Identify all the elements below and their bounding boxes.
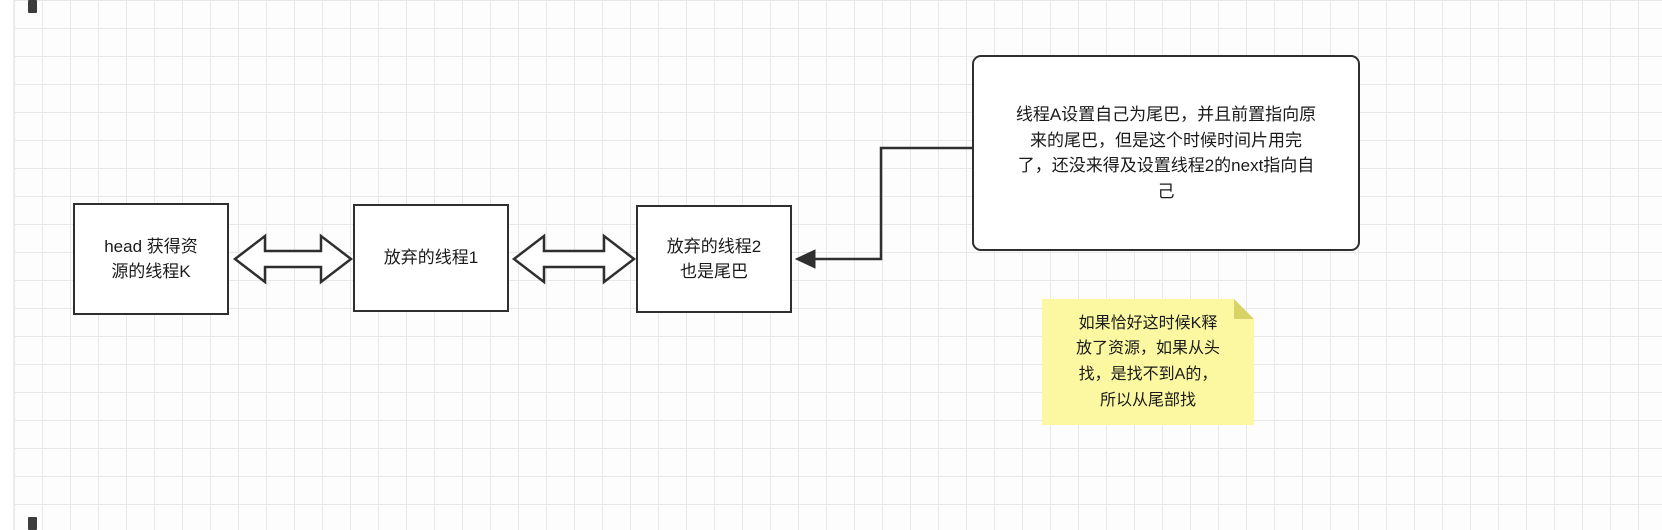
arrowhead-icon (794, 249, 816, 269)
node-thread-a-explanation[interactable]: 线程A设置自己为尾巴，并且前置指向原 来的尾巴，但是这个时候时间片用完 了，还没… (972, 55, 1360, 251)
node-abandoned-thread-1-label: 放弃的线程1 (383, 248, 479, 268)
canvas-grid (14, 0, 1662, 530)
elbow-connector-threadA-to-thread2[interactable] (812, 146, 972, 261)
canvas-left-strip (0, 0, 14, 530)
node-head-thread-k-label: head 获得资 源的线程K (104, 236, 198, 282)
node-abandoned-thread-1[interactable]: 放弃的线程1 (353, 204, 509, 312)
node-thread-a-explanation-label: 线程A设置自己为尾巴，并且前置指向原 来的尾巴，但是这个时候时间片用完 了，还没… (1015, 105, 1317, 201)
bidirectional-arrow-connector-2[interactable] (511, 233, 637, 285)
node-abandoned-thread-2-tail-label: 放弃的线程2 也是尾巴 (666, 236, 762, 282)
sticky-note[interactable]: 如果恰好这时候K释 放了资源，如果从头 找，是找不到A的， 所以从尾部找 (1042, 299, 1254, 425)
node-abandoned-thread-2-tail[interactable]: 放弃的线程2 也是尾巴 (636, 205, 792, 313)
canvas-corner-mark-top (28, 0, 37, 13)
sticky-note-label: 如果恰好这时候K释 放了资源，如果从头 找，是找不到A的， 所以从尾部找 (1075, 314, 1220, 409)
sticky-note-fold-icon (1234, 299, 1254, 319)
bidirectional-arrow-connector-1[interactable] (232, 233, 354, 285)
canvas-corner-mark-bottom (28, 517, 37, 530)
node-head-thread-k[interactable]: head 获得资 源的线程K (73, 203, 229, 315)
